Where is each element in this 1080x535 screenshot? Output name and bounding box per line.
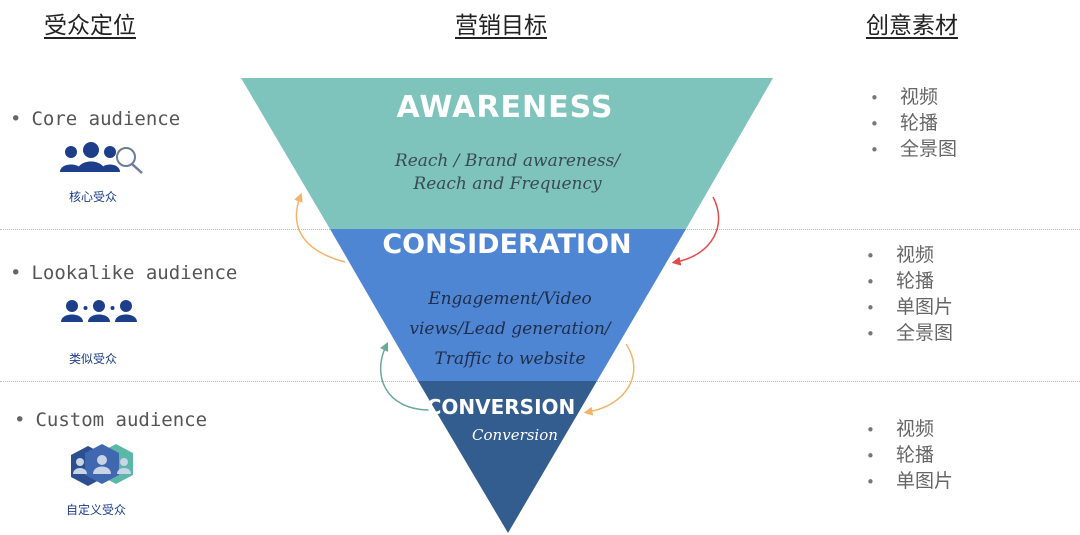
audience-item-custom: • Custom audience: [14, 409, 207, 431]
creative-list-conversion: •视频 •轮播 •单图片: [866, 417, 953, 495]
custom-audience-hexagon-icon: [71, 444, 133, 486]
audience-item-lookalike: • Lookalike audience: [10, 262, 237, 284]
creative-item: •视频: [870, 86, 939, 108]
creative-item: •视频: [866, 418, 935, 440]
awareness-title: AWARENESS: [396, 90, 614, 125]
arrow-awareness-to-consideration: [671, 196, 720, 266]
creative-item: •单图片: [866, 470, 954, 492]
arrow-consideration-to-awareness: [294, 192, 346, 263]
bullet: •: [10, 262, 22, 284]
audience-label: Core audience: [31, 108, 181, 130]
creative-list-consideration: •视频 •轮播 •单图片 •全景图: [866, 243, 953, 347]
consideration-title: CONSIDERATION: [382, 229, 632, 260]
creative-item: •全景图: [866, 322, 954, 344]
creative-item: •视频: [866, 244, 935, 266]
bullet: •: [10, 108, 22, 130]
awareness-subtitle: Reach / Brand awareness/ Reach and Frequ…: [394, 151, 621, 194]
funnel-consideration-segment: [330, 229, 686, 381]
funnel-conversion-segment: [418, 381, 597, 533]
bullet: •: [14, 409, 26, 431]
creative-header: 创意素材: [866, 13, 958, 39]
conversion-title: CONVERSION: [426, 395, 576, 419]
audience-label: Lookalike audience: [31, 262, 238, 284]
audience-item-core: • Core audience: [10, 108, 180, 130]
creative-item: •轮播: [866, 444, 935, 466]
people-group-icon: [61, 300, 137, 322]
audience-header: 受众定位: [44, 13, 136, 39]
people-search-icon: [60, 142, 143, 174]
creative-item: •轮播: [866, 270, 935, 292]
conversion-subtitle: Conversion: [472, 426, 558, 444]
audience-label-cn: 自定义受众: [66, 503, 127, 517]
creative-item: •全景图: [870, 138, 958, 160]
creative-item: •单图片: [866, 296, 954, 318]
funnel-awareness-segment: [241, 78, 773, 229]
arrow-conversion-to-consideration: [379, 341, 431, 411]
creative-item: •轮播: [870, 112, 939, 134]
arrow-consideration-to-conversion: [583, 343, 635, 416]
audience-label-cn: 核心受众: [69, 190, 118, 204]
audience-label: Custom audience: [35, 409, 208, 431]
goal-header: 营销目标: [455, 13, 547, 39]
creative-list-awareness: •视频 •轮播 •全景图: [870, 85, 957, 163]
audience-label-cn: 类似受众: [69, 352, 118, 366]
consideration-subtitle: Engagement/Video views/Lead generation/ …: [409, 289, 611, 369]
